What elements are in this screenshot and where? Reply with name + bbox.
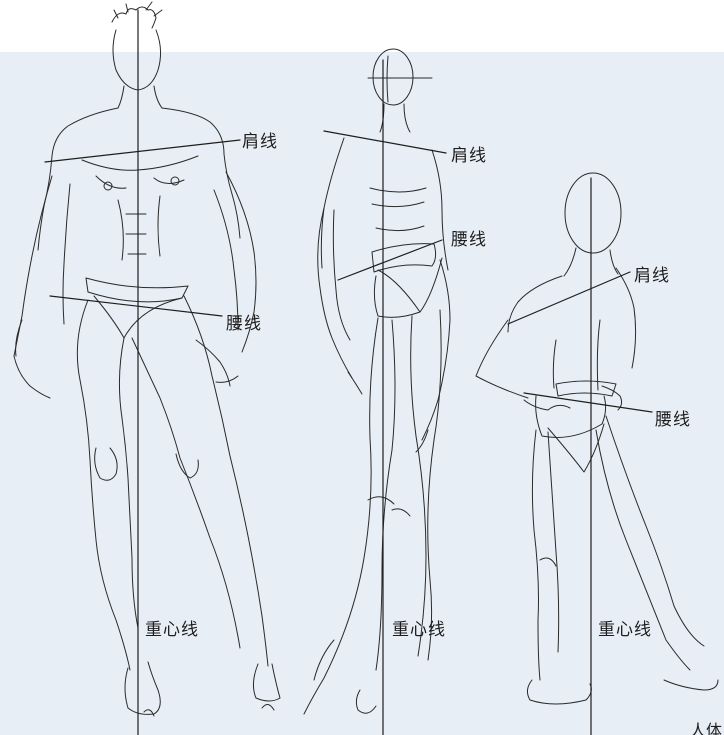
center-label-3: 重心线 xyxy=(598,620,652,640)
shoulder-line-1 xyxy=(45,140,240,162)
shoulder-label-3: 肩线 xyxy=(634,266,670,286)
shoulder-label-2: 肩线 xyxy=(451,146,487,166)
center-label-1: 重心线 xyxy=(145,620,199,640)
waist-label-3: 腰线 xyxy=(655,410,691,430)
male-figure xyxy=(14,2,280,716)
shoulder-line-3 xyxy=(508,272,630,324)
waist-label-2: 腰线 xyxy=(451,230,487,250)
waist-line-1 xyxy=(50,296,222,316)
corner-caption: 人体 xyxy=(690,717,724,735)
waist-label-1: 腰线 xyxy=(226,314,262,334)
shoulder-label-1: 肩线 xyxy=(242,132,278,152)
female-figure xyxy=(304,49,450,714)
waist-line-2 xyxy=(338,240,442,280)
center-label-2: 重心线 xyxy=(392,620,446,640)
posed-figure xyxy=(476,173,718,704)
